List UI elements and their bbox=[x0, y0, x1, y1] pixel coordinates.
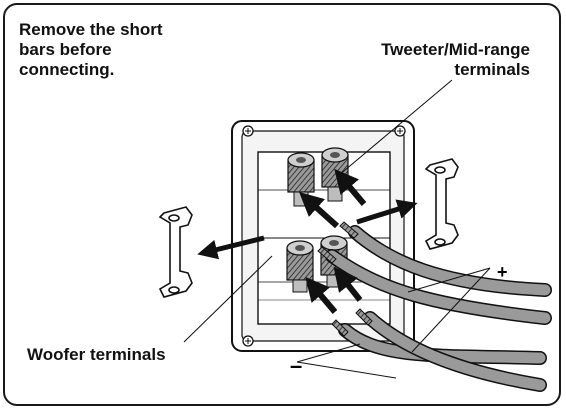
screw-icon bbox=[395, 126, 405, 136]
remove-short-bars-note: Remove the short bars before connecting. bbox=[19, 20, 163, 80]
short-bar-icon bbox=[426, 159, 458, 249]
tweeter-terminals-label: Tweeter/Mid-range terminals bbox=[381, 40, 530, 80]
woofer-terminals-label: Woofer terminals bbox=[27, 345, 166, 365]
screw-icon bbox=[243, 336, 253, 346]
minus-sign-label: – bbox=[290, 353, 302, 379]
plus-sign-label: + bbox=[497, 262, 508, 283]
short-bar-icon bbox=[160, 207, 192, 297]
screw-icon bbox=[243, 126, 253, 136]
